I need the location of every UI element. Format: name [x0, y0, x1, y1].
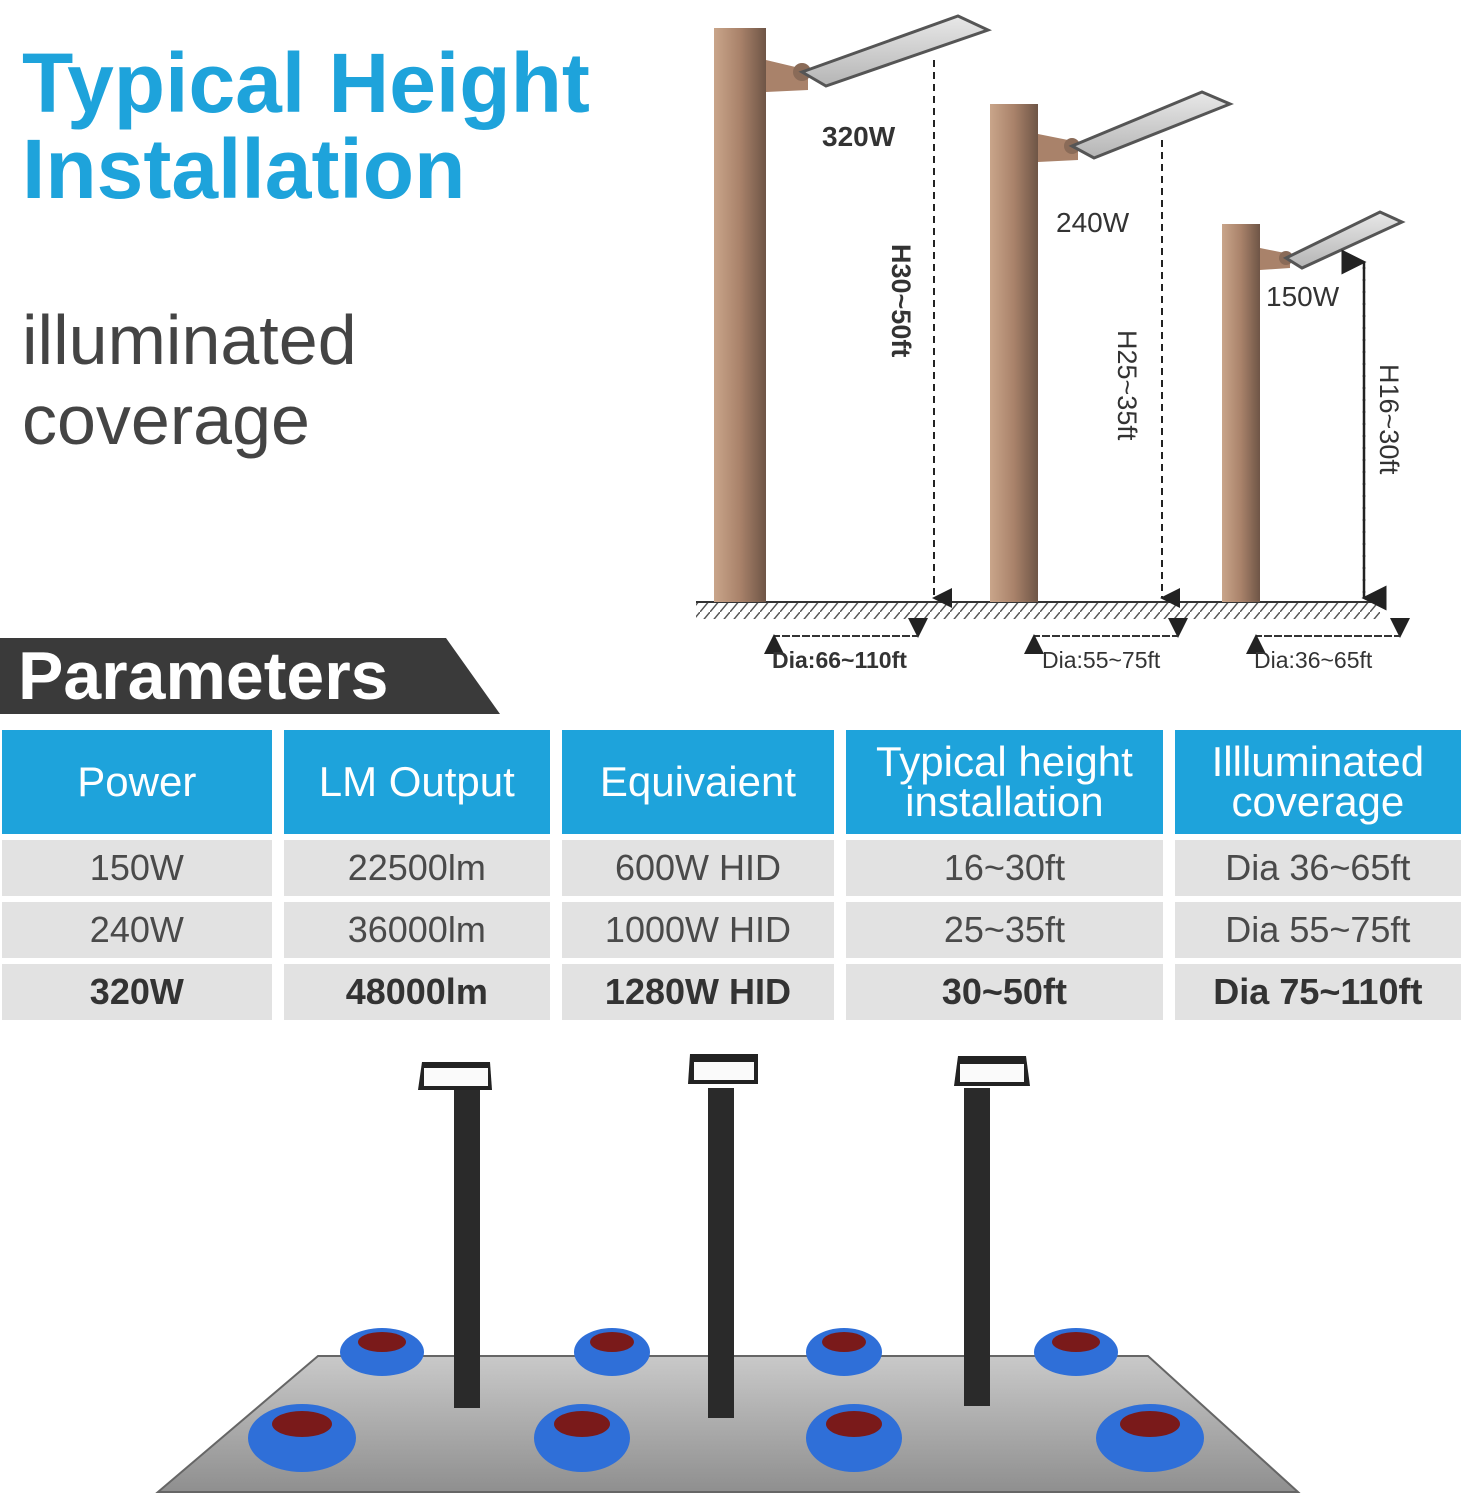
- subhead-line-2: coverage: [22, 381, 310, 459]
- cell-equivalent: 1000W HID: [561, 902, 835, 958]
- table-header-row: Power LM Output Equivaient Typical heigh…: [2, 730, 1461, 834]
- cell-equivalent: 1280W HID: [561, 964, 835, 1020]
- cell-equivalent: 600W HID: [561, 840, 835, 896]
- cell-lm: 22500lm: [283, 840, 550, 896]
- cell-coverage: Dia 55~75ft: [1174, 902, 1461, 958]
- table-row: 240W 36000lm 1000W HID 25~35ft Dia 55~75…: [2, 902, 1461, 958]
- cell-lm: 48000lm: [283, 964, 550, 1020]
- pole-1-power: 320W: [822, 121, 896, 152]
- pole-1-height: H30~50ft: [886, 244, 916, 357]
- headline: Typical Height Installation: [22, 40, 590, 212]
- cell-coverage: Dia 75~110ft: [1174, 964, 1461, 1020]
- street-light-icon: [694, 1062, 754, 1080]
- parameters-table: Power LM Output Equivaient Typical heigh…: [0, 724, 1473, 1026]
- lot-pole-center: [688, 1054, 758, 1418]
- cell-height: 25~35ft: [846, 902, 1163, 958]
- header-lm-output: LM Output: [283, 730, 550, 834]
- pole-2-power: 240W: [1056, 207, 1130, 238]
- subhead-line-1: illuminated: [22, 301, 357, 379]
- cell-lm: 36000lm: [283, 902, 550, 958]
- pole-150w: [1222, 210, 1406, 602]
- header-power: Power: [2, 730, 272, 834]
- pole-3-power: 150W: [1266, 281, 1340, 312]
- cell-power: 150W: [2, 840, 272, 896]
- subhead: illuminated coverage: [22, 300, 357, 460]
- header-typical-height: Typical height installation: [846, 730, 1163, 834]
- pole-3-diameter: Dia:36~65ft: [1254, 647, 1373, 673]
- street-light-icon: [798, 14, 992, 88]
- pole-height-diagram: 320W H30~50ft 240W H25~35ft 150W H16~30f…: [696, 14, 1410, 673]
- street-light-icon: [960, 1064, 1024, 1082]
- parking-lot-illustration: [155, 1054, 1301, 1493]
- car-icon: [574, 1328, 650, 1376]
- pole-2-height: H25~35ft: [1112, 330, 1142, 441]
- street-light-icon: [1282, 210, 1406, 270]
- headline-line-1: Typical Height: [22, 36, 590, 130]
- cell-power: 240W: [2, 902, 272, 958]
- car-icon: [1096, 1404, 1204, 1472]
- table-row: 150W 22500lm 600W HID 16~30ft Dia 36~65f…: [2, 840, 1461, 896]
- headline-line-2: Installation: [22, 122, 466, 216]
- car-icon: [248, 1404, 356, 1472]
- street-light-icon: [1068, 90, 1234, 160]
- table-row: 320W 48000lm 1280W HID 30~50ft Dia 75~11…: [2, 964, 1461, 1020]
- parameters-title: Parameters: [18, 638, 389, 714]
- pole-240w: [990, 90, 1234, 602]
- pole-2-diameter: Dia:55~75ft: [1042, 647, 1161, 673]
- car-icon: [806, 1404, 902, 1472]
- street-light-icon: [424, 1068, 488, 1086]
- cell-coverage: Dia 36~65ft: [1174, 840, 1461, 896]
- ground-hatch: [696, 603, 1380, 619]
- header-coverage: Illluminated coverage: [1174, 730, 1461, 834]
- cell-power: 320W: [2, 964, 272, 1020]
- header-equivalent: Equivaient: [561, 730, 835, 834]
- car-icon: [806, 1328, 882, 1376]
- parameters-banner: [0, 638, 500, 714]
- car-icon: [534, 1404, 630, 1472]
- pole-320w: [714, 14, 992, 602]
- cell-height: 30~50ft: [846, 964, 1163, 1020]
- pole-3-height: H16~30ft: [1374, 364, 1404, 475]
- lot-pole-right: [954, 1056, 1030, 1406]
- cell-height: 16~30ft: [846, 840, 1163, 896]
- pole-1-diameter: Dia:66~110ft: [772, 647, 907, 673]
- lot-pole-left: [418, 1062, 492, 1408]
- car-icon: [340, 1328, 424, 1376]
- car-icon: [1034, 1328, 1118, 1376]
